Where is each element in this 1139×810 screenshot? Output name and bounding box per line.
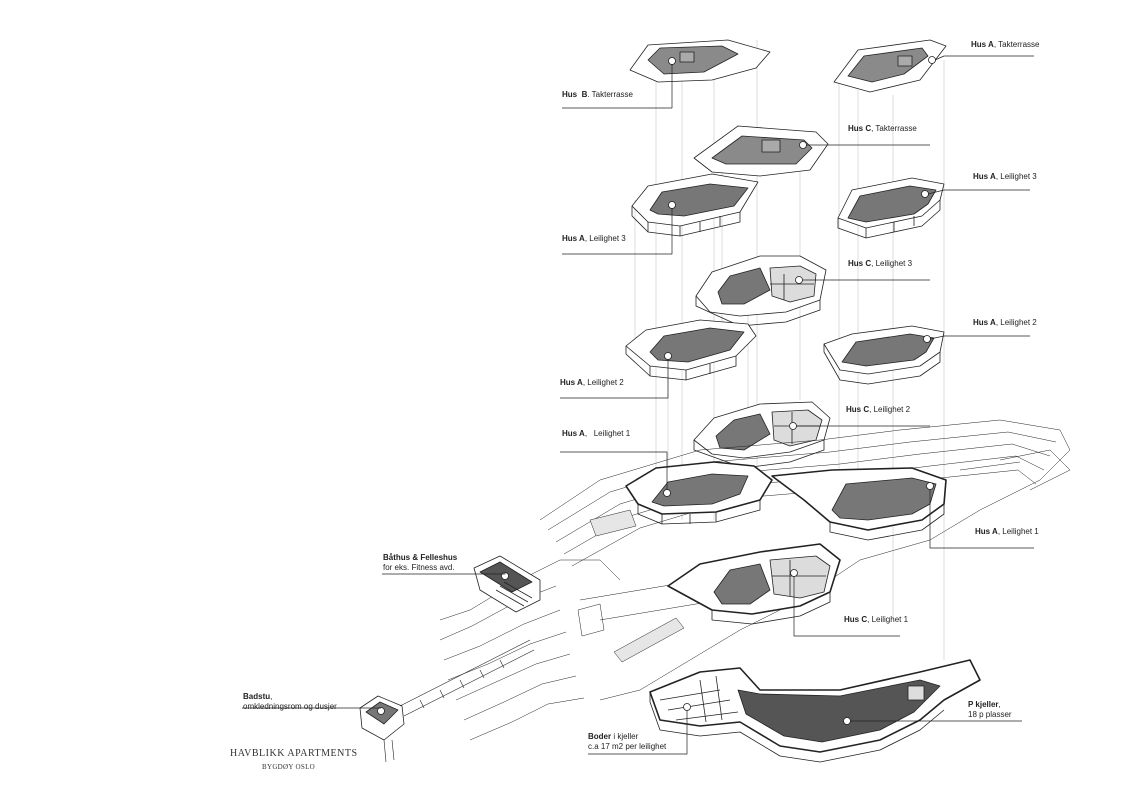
- hus-c-leilighet-3-plan: [695, 255, 827, 327]
- pier: [383, 639, 535, 763]
- label-hus-c-takterrasse: Hus C, Takterrasse: [848, 124, 917, 133]
- label-p-kjeller: P kjeller, 18 p plasser: [968, 700, 1012, 719]
- hus-a-leilighet-3-left-plan: [631, 173, 759, 237]
- hus-a-leilighet-1-left-plan: [625, 461, 773, 525]
- leader-lines: [242, 55, 1034, 755]
- label-hus-a-takterrasse: Hus A, Takterrasse: [971, 40, 1040, 49]
- p-kjeller-and-boder-plan: [649, 659, 981, 763]
- hus-a-leilighet-3-right-plan: [837, 177, 945, 239]
- project-title: HAVBLIKK APARTMENTS: [230, 748, 358, 759]
- hus-a-takterrasse-plan: [833, 39, 947, 93]
- hus-b-takterrasse-plan: [629, 39, 771, 83]
- label-boder: Boder i kjeller c.a 17 m2 per leilighet: [588, 732, 667, 751]
- label-bathus-felleshus: Båthus & Felleshus for eks. Fitness avd.: [383, 553, 458, 572]
- project-subtitle: BYGDØY OSLO: [262, 763, 316, 771]
- label-hus-a-leilighet-2-left: Hus A, Leilighet 2: [560, 378, 624, 387]
- label-hus-a-leilighet-3-left: Hus A, Leilighet 3: [562, 234, 626, 243]
- bathus-felleshus-plan: [473, 555, 541, 613]
- hus-a-leilighet-2-right-plan: [823, 325, 945, 385]
- label-hus-c-leilighet-2: Hus C, Leilighet 2: [846, 405, 911, 414]
- label-hus-c-leilighet-3: Hus C, Leilighet 3: [848, 259, 913, 268]
- terrain-site: [439, 419, 1071, 741]
- label-hus-b-takterrasse: Hus B. Takterrasse: [562, 90, 634, 99]
- label-hus-c-leilighet-1: Hus C, Leilighet 1: [844, 615, 909, 624]
- hus-c-leilighet-1-plan: [667, 543, 841, 625]
- hus-a-leilighet-2-left-plan: [625, 319, 757, 381]
- label-hus-a-leilighet-1-right: Hus A, Leilighet 1: [975, 527, 1039, 536]
- label-hus-a-leilighet-3-right: Hus A, Leilighet 3: [973, 172, 1037, 181]
- badstu-plan: [359, 695, 405, 741]
- hus-c-leilighet-2-plan: [693, 401, 831, 469]
- label-badstu: Badstu, omkledningsrom og dusjer: [243, 692, 337, 711]
- label-hus-a-leilighet-2-right: Hus A, Leilighet 2: [973, 318, 1037, 327]
- label-hus-a-leilighet-1-left: Hus A, Leilighet 1: [562, 429, 631, 438]
- hus-a-leilighet-1-right-plan: [771, 467, 947, 541]
- hus-c-takterrasse-plan: [693, 125, 829, 177]
